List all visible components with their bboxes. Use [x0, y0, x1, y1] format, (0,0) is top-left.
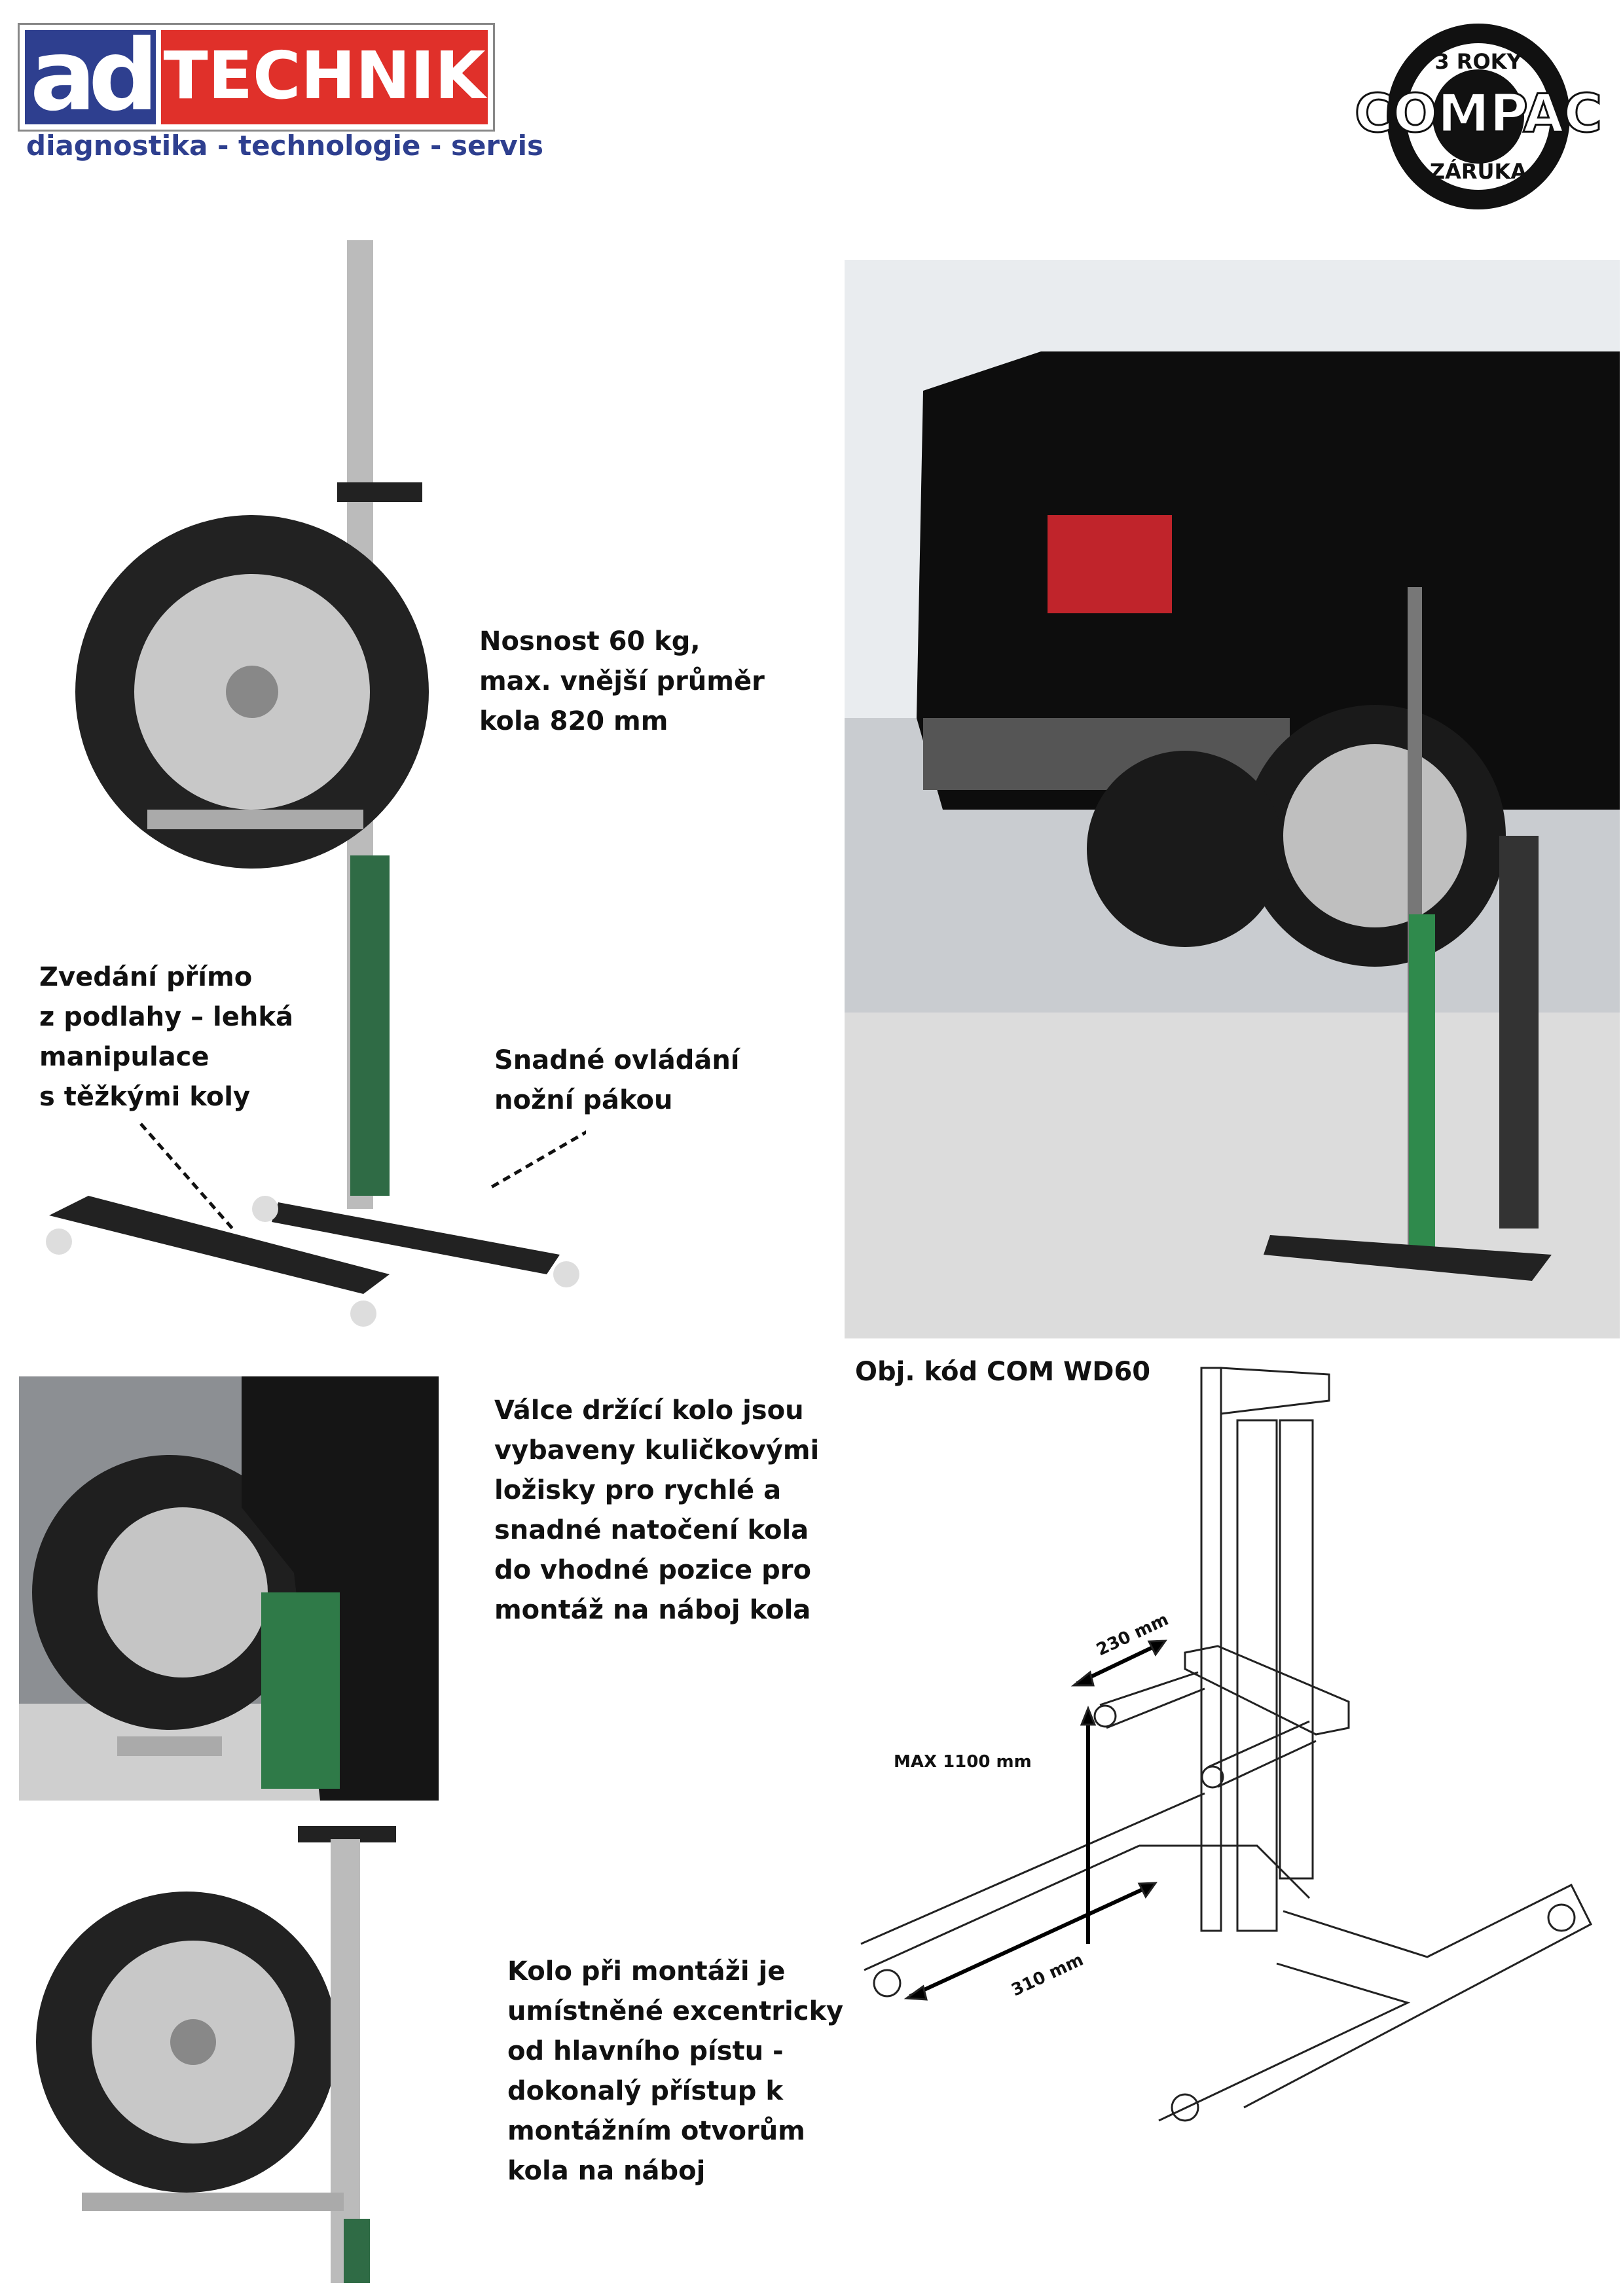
foot-pedal-text: Snadné ovládání nožní pákou — [494, 1045, 740, 1115]
ad-logo-tagline: diagnostika - technologie - servis — [26, 130, 544, 162]
compac-warranty-logo: 3 ROKY COMPAC ZÁRUKA — [1353, 24, 1603, 209]
ad-logo-name: TECHNIK — [161, 30, 488, 124]
height-dimension-label: MAX 1100 mm — [894, 1752, 1032, 1772]
ad-logo-mark: ad — [25, 27, 158, 125]
compac-name: COMPAC — [1355, 83, 1602, 144]
eccentric-wheel-photo — [36, 1826, 396, 2283]
compac-bottom-text: ZÁRUKA — [1430, 159, 1527, 184]
order-code: Obj. kód COM WD60 — [855, 1357, 1151, 1387]
capacity-text: Nosnost 60 kg, max. vnější průměr kola 8… — [479, 626, 765, 736]
ad-technik-logo: ad TECHNIK — [18, 23, 495, 132]
compac-top-text: 3 ROKY — [1434, 49, 1522, 74]
suv-on-lift-photo — [845, 260, 1620, 1338]
floor-lift-text: Zvedání přímo z podlahy – lehká manipula… — [39, 962, 293, 1112]
width-dimension-label: 230 mm — [1093, 1609, 1171, 1660]
depth-dimension-label: 310 mm — [1008, 1950, 1086, 2000]
wheel-dolly-product-photo — [46, 240, 586, 1327]
rollers-text: Válce držící kolo jsou vybaveny kuličkov… — [494, 1395, 820, 1625]
mechanic-loading-wheel-photo — [19, 1376, 439, 1801]
dimension-diagram: 230 mm MAX 1100 mm 310 mm — [860, 1367, 1592, 2122]
eccentric-text: Kolo při montáži je umístněné excentrick… — [507, 1956, 844, 2186]
